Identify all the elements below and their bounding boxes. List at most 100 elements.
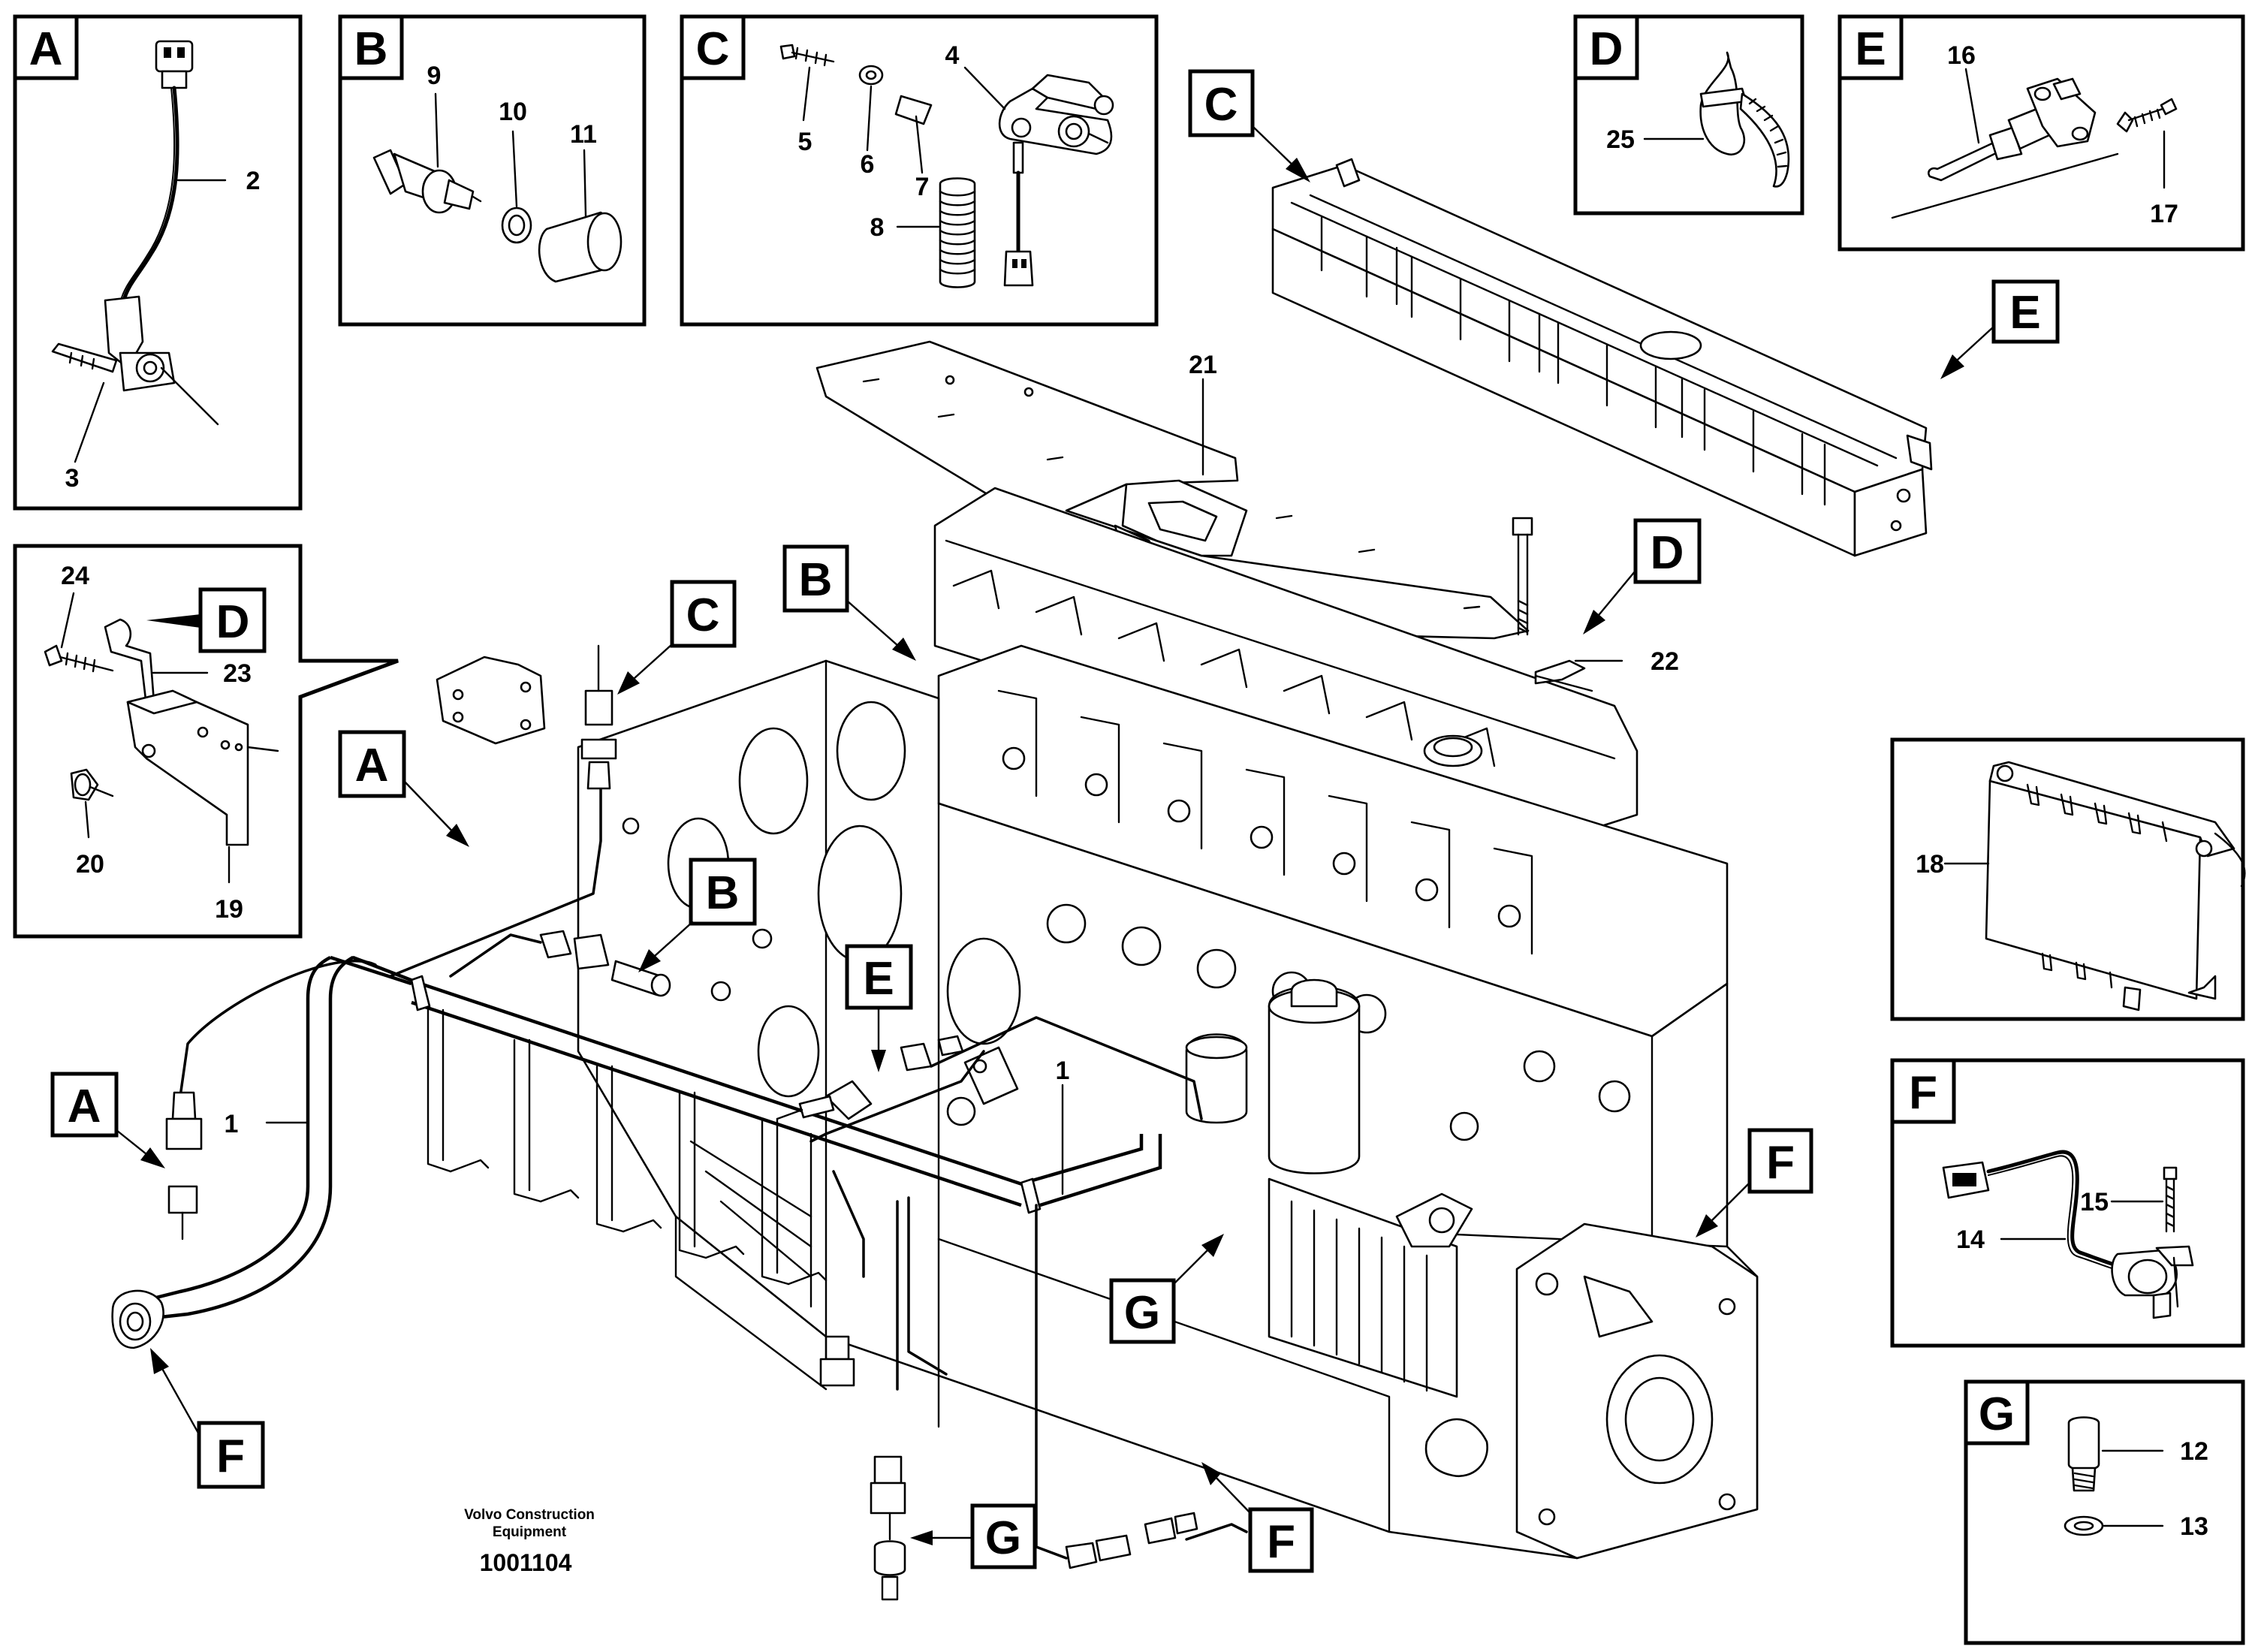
part-15: 15	[2080, 1188, 2109, 1216]
inset-a-letter-box	[13, 14, 79, 80]
part-21: 21	[1189, 351, 1217, 379]
timing-cover	[1515, 1222, 1759, 1560]
part-1-left: 1	[225, 1110, 239, 1138]
callout-g-center: G	[1124, 1287, 1160, 1339]
sensor-bracket	[44, 618, 279, 846]
leader-10	[511, 130, 518, 208]
part-24: 24	[61, 562, 89, 590]
part-8: 8	[870, 213, 885, 242]
part-14: 14	[1956, 1225, 1985, 1254]
inset-f-letter-box	[1890, 1058, 1956, 1124]
callout-b-head: B	[799, 554, 833, 606]
credit-line-2: Equipment	[493, 1524, 567, 1540]
inset-a-frame	[13, 14, 303, 511]
callout-g-bottom-box	[970, 1503, 1037, 1569]
temperature-sensor-e	[1891, 77, 2178, 219]
credit-block: Volvo Construction Equipment 1001104	[464, 1507, 595, 1576]
inset-d-letter: D	[1590, 23, 1623, 75]
inset-f: F 15 14	[1890, 1058, 2245, 1348]
inset-b-letter-box	[338, 14, 404, 80]
wiring-harness	[111, 644, 1248, 1601]
inset-e: E 16 17	[1837, 14, 2245, 252]
credit-line-1: Volvo Construction	[464, 1507, 595, 1523]
leader-11	[583, 149, 587, 218]
part-4: 4	[945, 41, 960, 70]
main-callouts: C E B D C A A B	[50, 69, 2060, 1573]
part-18: 18	[1916, 850, 1944, 879]
leader-4	[963, 66, 1006, 110]
part-2: 2	[246, 167, 261, 195]
part-13: 13	[2180, 1512, 2208, 1541]
inset-g-letter-box	[1964, 1379, 2030, 1446]
inset-d-letter-box	[1573, 14, 1639, 80]
callout-f-bottom-box	[1248, 1507, 1314, 1573]
manifold-bolt	[1512, 517, 1593, 692]
callout-g-bottom: G	[985, 1512, 1021, 1564]
callout-f-bottom-leader	[1209, 1470, 1252, 1515]
leader-5	[802, 66, 811, 122]
callout-a-upper-leader	[402, 779, 460, 839]
callout-d-bolt-leader	[1590, 569, 1637, 625]
inset-g: G 12 13	[1964, 1379, 2245, 1645]
part-22: 22	[1651, 647, 1679, 676]
inset-d: D 25	[1573, 14, 1804, 216]
callout-e-manifold-box	[1991, 279, 2060, 344]
cable-tie	[1699, 51, 1790, 188]
speed-sensor-a	[51, 40, 219, 426]
callout-f-left-leader	[156, 1359, 200, 1436]
callout-f-right-box	[1747, 1128, 1813, 1194]
inset-b: B 9 10 11	[338, 14, 647, 327]
callout-c-manifold: C	[1204, 79, 1238, 131]
part-1-center: 1	[1056, 1057, 1070, 1085]
callout-b-head-box	[782, 544, 849, 613]
leader-9	[434, 92, 439, 168]
inset-bracket-letter-box	[198, 587, 267, 653]
callout-a-upper: A	[355, 740, 389, 791]
callout-a-upper-box	[338, 730, 406, 798]
callout-a-lower-box	[50, 1072, 119, 1138]
intake-manifold	[1271, 158, 1933, 557]
part-19: 19	[215, 895, 243, 924]
part-12: 12	[2180, 1437, 2208, 1466]
callout-d-bolt-box	[1633, 518, 1702, 584]
inset-f-letter: F	[1909, 1067, 1937, 1119]
part-5: 5	[798, 128, 812, 156]
oil-filter	[1185, 978, 1473, 1398]
inset-c-letter-box	[680, 14, 746, 80]
callout-e-manifold: E	[2009, 287, 2040, 339]
part-20: 20	[76, 850, 104, 879]
cover-plate	[436, 656, 546, 745]
inset-18: 18	[1890, 737, 2246, 1021]
part-10: 10	[499, 98, 527, 126]
inset-c-frame	[680, 14, 1159, 327]
part-16: 16	[1947, 41, 1976, 70]
callout-b-head-leader	[846, 599, 906, 653]
pressure-sensor-g	[2064, 1416, 2104, 1536]
callout-f-left-box	[197, 1421, 265, 1489]
inset-a-letter: A	[29, 23, 63, 75]
speed-sensor-f	[1942, 1150, 2194, 1319]
leader-7	[915, 115, 924, 174]
callout-e-center: E	[863, 953, 894, 1005]
leader-20	[84, 800, 90, 839]
document-number: 1001104	[480, 1549, 572, 1576]
inset-e-letter: E	[1855, 23, 1886, 75]
callout-d-bolt: D	[1651, 527, 1684, 579]
callout-c-left: C	[686, 589, 720, 641]
callout-g-center-box	[1109, 1278, 1176, 1344]
leader-16	[1964, 68, 1980, 144]
inset-c-letter: C	[696, 23, 730, 75]
part-23: 23	[223, 659, 252, 688]
leader-6	[866, 85, 873, 152]
control-unit	[1985, 761, 2246, 1011]
callout-c-manifold-box	[1188, 69, 1255, 137]
pressure-sensor-b	[372, 149, 623, 283]
part-7: 7	[915, 173, 930, 201]
part-25: 25	[1606, 125, 1635, 154]
callout-f-left: F	[216, 1430, 245, 1482]
inset-e-letter-box	[1837, 14, 1904, 80]
part-3: 3	[65, 464, 80, 493]
callout-f-right: F	[1766, 1137, 1795, 1189]
inset-bracket: D 24 23 20 19	[13, 544, 399, 939]
